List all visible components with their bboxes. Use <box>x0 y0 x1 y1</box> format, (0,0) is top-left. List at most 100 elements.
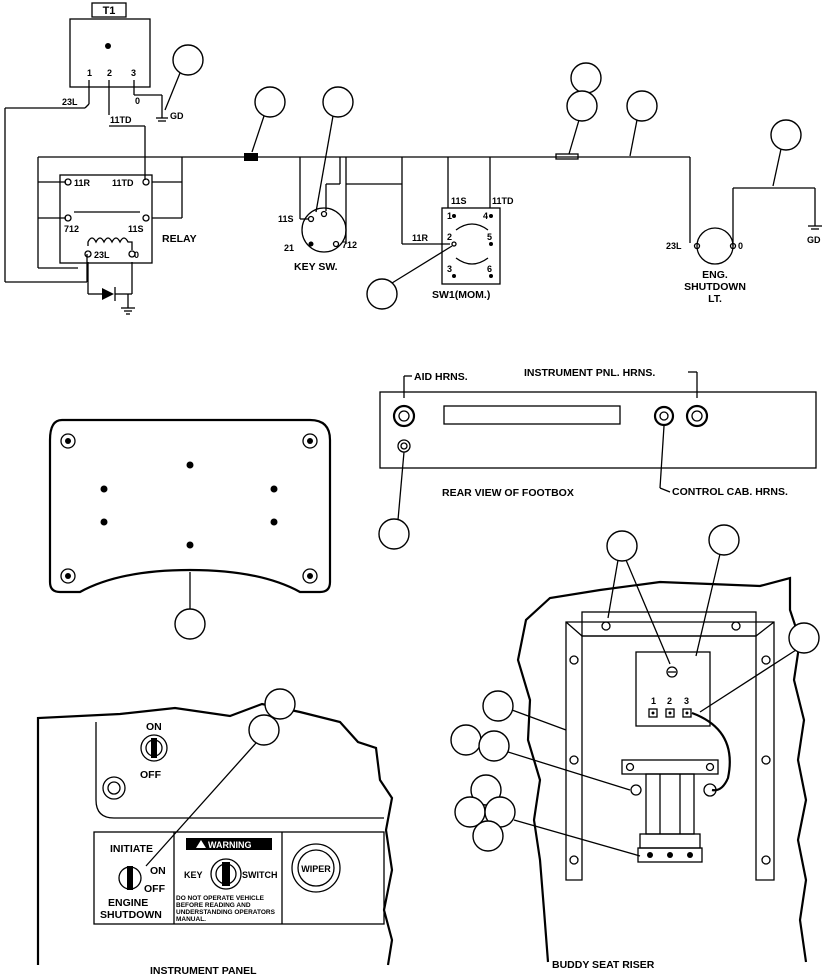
callout-ground-wire <box>770 119 802 151</box>
control-harness-label: CONTROL CAB. HRNS. <box>672 486 788 498</box>
sw1-pin5: 5 <box>487 232 492 242</box>
eng-23l: 23L <box>666 241 682 251</box>
t1-box <box>69 18 151 88</box>
terminal-3: 3 <box>684 696 689 706</box>
diode-icon <box>102 288 114 300</box>
relay-23l: 23L <box>94 250 110 260</box>
switch-label: SWITCH <box>242 870 278 880</box>
buddy-seat-caption: BUDDY SEAT RISER <box>552 959 655 971</box>
callout-t1-ground <box>172 44 204 76</box>
footbox-rear-view: AID HRNS. INSTRUMENT PNL. HRNS. REAR VIE… <box>378 367 817 550</box>
on-label: ON <box>150 865 166 877</box>
callout-panel-b <box>248 714 280 746</box>
t1-screw <box>105 43 111 49</box>
keysw-21: 21 <box>284 243 294 253</box>
callout-connector <box>254 86 286 118</box>
callout-panel-a <box>264 688 296 720</box>
buddy-seat-riser: 1 2 3 BUDDY SEAT RISER <box>450 524 820 971</box>
callout-wire <box>626 90 658 122</box>
t1-pin-3: 3 <box>131 68 136 78</box>
callout-riser-e <box>450 724 482 756</box>
sw1-11s: 11S <box>451 196 467 206</box>
off-label: OFF <box>144 883 166 895</box>
warning-text-2: BEFORE READING AND <box>176 902 251 909</box>
callout-mounting-plate <box>174 608 206 640</box>
sw1-pin2: 2 <box>447 232 452 242</box>
warning-text-1: DO NOT OPERATE VEHICLE <box>176 895 265 902</box>
sw1-11r: 11R <box>412 233 429 243</box>
sw1-momentary-switch: 11S 11TD 11R 1 2 3 4 5 6 SW1(MOM.) <box>346 157 514 301</box>
sw1-pin1: 1 <box>447 211 452 221</box>
eng-line1: ENG. <box>702 269 728 281</box>
relay-label: RELAY <box>162 233 197 245</box>
keysw-712: 712 <box>342 240 357 250</box>
relay-11td: 11TD <box>112 178 134 188</box>
wire-23l-label: 23L <box>62 97 78 107</box>
eng-gd: GD <box>807 235 821 245</box>
callout-sw1 <box>366 278 398 310</box>
callout-key-switch <box>322 86 354 118</box>
mounting-plate <box>48 418 332 640</box>
instrument-panel: ON OFF INITIATE ON OFF ENGINE SHUTDOWN W… <box>36 688 394 977</box>
eng-line3: LT. <box>708 293 722 305</box>
aid-harness-label: AID HRNS. <box>414 371 468 383</box>
sw1-11td: 11TD <box>492 196 514 206</box>
relay-bracket <box>621 759 719 775</box>
callout-riser-f <box>478 730 510 762</box>
sw1-pin6: 6 <box>487 264 492 274</box>
shutdown-label: SHUTDOWN <box>100 909 162 921</box>
t1-pin-0: 0 <box>135 96 140 106</box>
callout-riser-c <box>788 622 820 654</box>
t1-gd-label: GD <box>170 111 184 121</box>
terminal-1: 1 <box>651 696 656 706</box>
sw1-pin3: 3 <box>447 264 452 274</box>
sw1-label: SW1(MOM.) <box>432 289 490 301</box>
warning-label: WARNING <box>208 840 252 850</box>
t1-pin-1: 1 <box>87 68 92 78</box>
engine-label: ENGINE <box>108 897 148 909</box>
key-switch: 11S 21 712 KEY SW. <box>278 157 357 273</box>
key-label: KEY <box>184 870 203 880</box>
toggle-on-label: ON <box>146 721 162 733</box>
instrument-harness-label: INSTRUMENT PNL. HRNS. <box>524 367 655 379</box>
engine-shutdown-light: 23L 0 ENG. SHUTDOWN LT. GD <box>666 187 822 305</box>
callout-riser-d <box>482 690 514 722</box>
terminal-block-plate <box>635 651 711 727</box>
footbox-outline <box>379 391 817 469</box>
warning-text-3: UNDERSTANDING OPERATORS <box>176 909 276 916</box>
warning-text-4: MANUAL. <box>176 916 206 923</box>
inline-fuse <box>555 153 579 160</box>
relay: 11R 11TD 712 11S 23L 0 RELAY <box>37 157 197 315</box>
initiate-label: INITIATE <box>110 843 153 855</box>
t1-pin-2: 2 <box>107 68 112 78</box>
callout-riser-a <box>606 530 638 562</box>
connector-plug <box>244 153 258 161</box>
footbox-slot <box>443 405 621 425</box>
relay-712: 712 <box>64 224 79 234</box>
relay-11s: 11S <box>128 224 144 234</box>
callout-fuse-b <box>566 90 598 122</box>
keysw-11s: 11S <box>278 214 294 224</box>
schematic: T1 1 2 3 0 GD 23L 11TD <box>4 2 822 315</box>
callout-aid-harness <box>378 518 410 550</box>
callout-fuse-a <box>570 62 602 94</box>
keysw-label: KEY SW. <box>294 261 338 273</box>
instrument-panel-caption: INSTRUMENT PANEL <box>150 965 257 977</box>
sw1-pin4: 4 <box>483 211 488 221</box>
t1-label-box <box>91 2 127 18</box>
eng-0: 0 <box>738 241 743 251</box>
relay-coil <box>87 237 133 250</box>
terminal-2: 2 <box>667 696 672 706</box>
toggle-off-label: OFF <box>140 769 162 781</box>
relay-0: 0 <box>134 250 139 260</box>
wire-11td-label: 11TD <box>110 115 132 125</box>
callout-riser-j <box>472 820 504 852</box>
wiper-label: WIPER <box>301 864 331 874</box>
warning-triangle-icon <box>196 840 206 848</box>
riser-top-bar <box>581 611 757 637</box>
relay-11r: 11R <box>74 178 91 188</box>
t1-label: T1 <box>103 5 116 17</box>
warning-banner <box>186 838 272 850</box>
switch-plate <box>93 831 385 925</box>
